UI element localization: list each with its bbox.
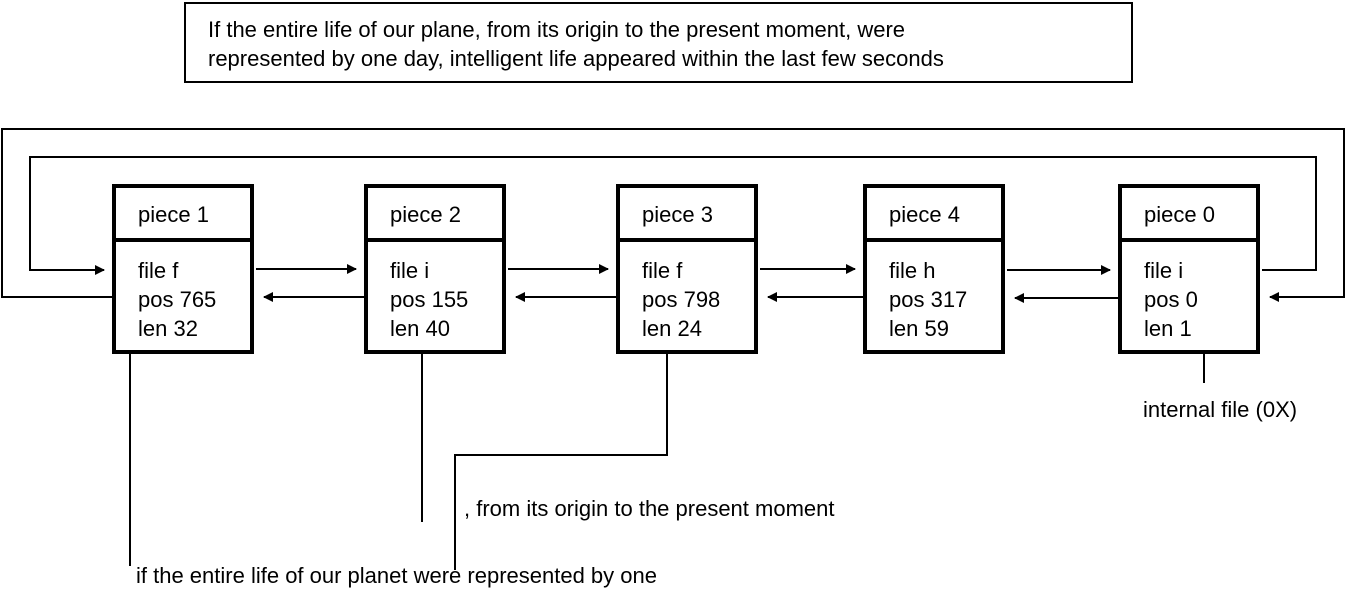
piece-file: file f (642, 258, 683, 283)
quote-line-1: If the entire life of our plane, from it… (208, 17, 906, 42)
inner-loop-line (29, 156, 1317, 275)
piece-title: piece 4 (889, 202, 960, 227)
piece-header: piece 0 (1122, 188, 1256, 242)
piece-node-2: piece 2 file i pos 155 len 40 (364, 184, 506, 354)
quote-box: If the entire life of our plane, from it… (184, 2, 1133, 83)
piece-node-0: piece 0 file i pos 0 len 1 (1118, 184, 1260, 354)
piece-len: len 32 (138, 316, 198, 341)
entire-life-label: if the entire life of our planet were re… (136, 563, 657, 588)
quote-line-2: represented by one day, intelligent life… (208, 46, 944, 71)
piece-file: file f (138, 258, 179, 283)
piece-body: file f pos 765 len 32 (138, 256, 216, 343)
piece-len: len 1 (1144, 316, 1192, 341)
piece-file: file i (1144, 258, 1184, 283)
piece-header: piece 1 (116, 188, 250, 242)
piece-pos: pos 765 (138, 287, 217, 312)
piece-node-3: piece 3 file f pos 798 len 24 (616, 184, 758, 354)
piece-node-1: piece 1 file f pos 765 len 32 (112, 184, 254, 354)
piece-body: file f pos 798 len 24 (642, 256, 720, 343)
piece-node-4: piece 4 file h pos 317 len 59 (863, 184, 1005, 354)
piece-header: piece 3 (620, 188, 754, 242)
piece-len: len 59 (889, 316, 949, 341)
piece-title: piece 1 (138, 202, 209, 227)
piece-file: file h (889, 258, 936, 283)
outer-loop-line (1, 128, 1345, 302)
from-origin-label: , from its origin to the present moment (464, 496, 835, 521)
piece-title: piece 0 (1144, 202, 1215, 227)
piece-title: piece 2 (390, 202, 461, 227)
piece-body: file i pos 0 len 1 (1144, 256, 1198, 343)
piece-len: len 40 (390, 316, 450, 341)
piece-header: piece 4 (867, 188, 1001, 242)
piece-title: piece 3 (642, 202, 713, 227)
piece-pos: pos 155 (390, 287, 469, 312)
piece-header: piece 2 (368, 188, 502, 242)
piece-pos: pos 0 (1144, 287, 1198, 312)
piece-body: file i pos 155 len 40 (390, 256, 468, 343)
piece-body: file h pos 317 len 59 (889, 256, 967, 343)
piece-pos: pos 317 (889, 287, 968, 312)
piece-pos: pos 798 (642, 287, 721, 312)
piece-len: len 24 (642, 316, 702, 341)
internal-file-label: internal file (0X) (1143, 397, 1298, 422)
piece-file: file i (390, 258, 430, 283)
leader-piece3 (454, 354, 668, 570)
